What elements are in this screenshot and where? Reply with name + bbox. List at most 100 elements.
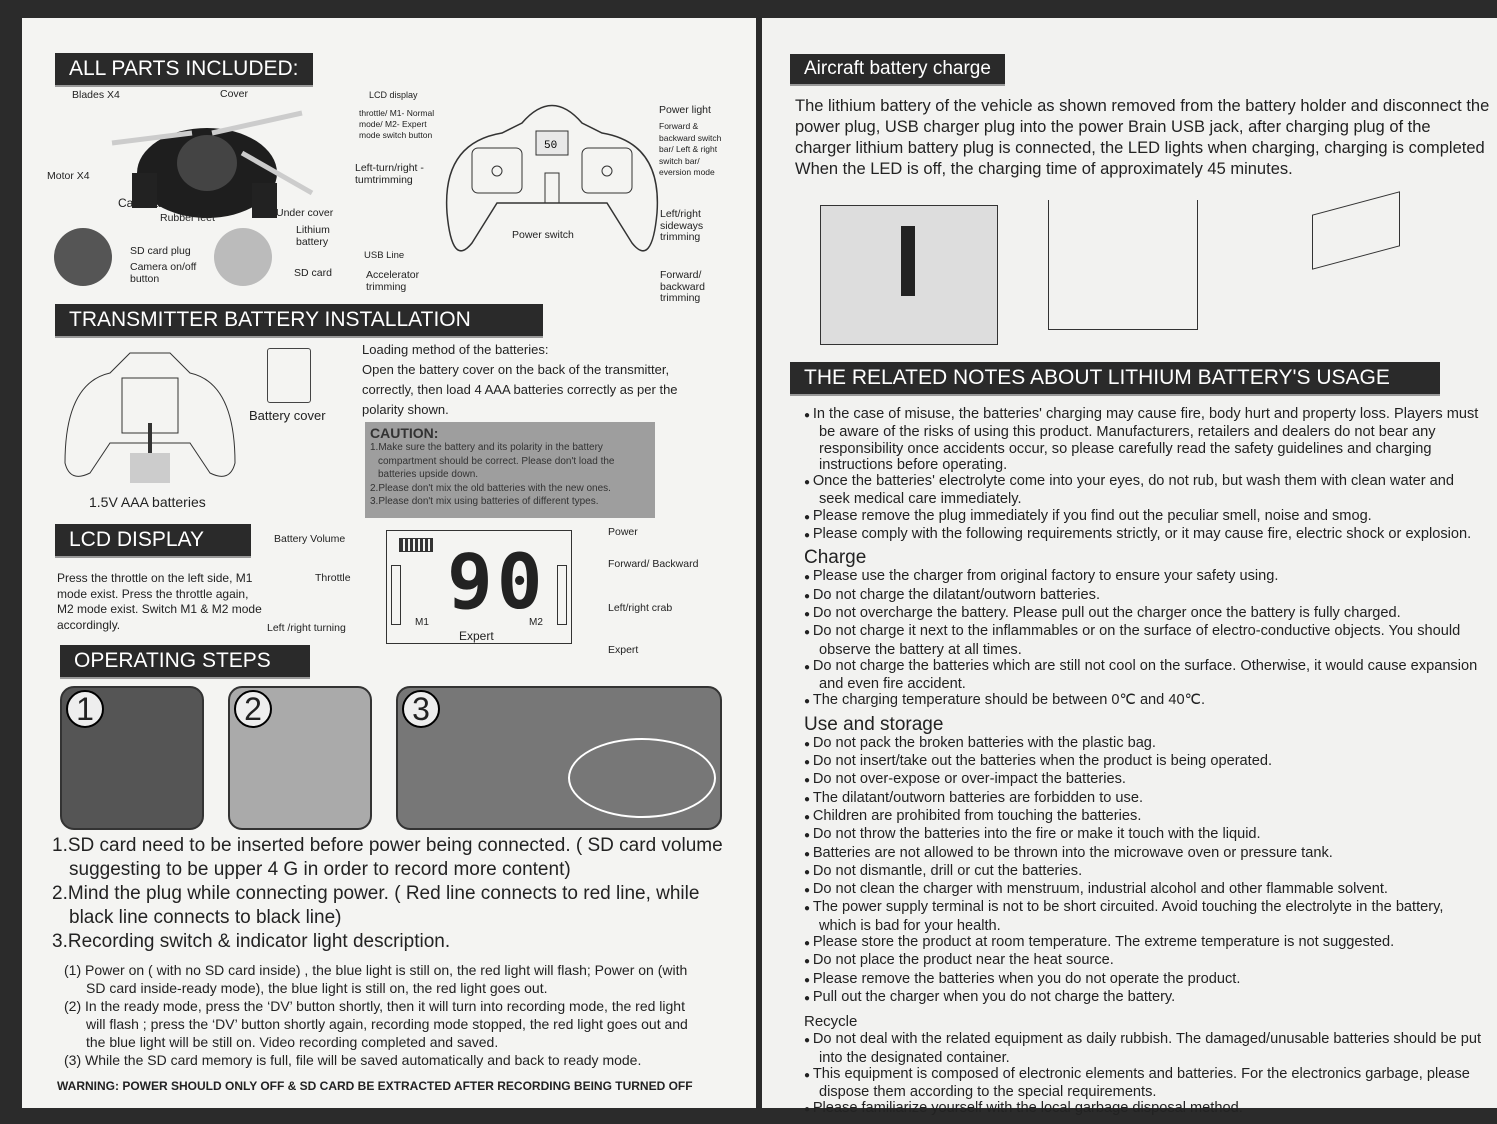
recycle-section-title: Recycle [804, 1013, 858, 1031]
label-battery-volume: Battery Volume [274, 533, 346, 545]
step-3-number: 3 [402, 690, 440, 728]
use-item: Pull out the charger when you do not cha… [804, 989, 1484, 1007]
label-lcd-display: LCD display [369, 90, 418, 100]
step-3-photo: 3 [396, 686, 722, 830]
charge-item: The charging temperature should be betwe… [804, 692, 1484, 710]
caution-box: CAUTION: 1.Make sure the battery and its… [365, 422, 655, 518]
label-forward-backward: Forward/ Backward [608, 558, 699, 570]
caution-item: 1.Make sure the battery and its polarity… [370, 442, 615, 480]
light-item: (1) Power on ( with no SD card inside) ,… [64, 962, 688, 996]
label-throttle: Throttle [315, 572, 351, 584]
tx-battery-header: TRANSMITTER BATTERY INSTALLATION [55, 304, 543, 338]
lcd-expert: Expert [459, 629, 494, 643]
label-lithium-battery: Lithium battery [296, 224, 330, 248]
battery-level-icon [399, 538, 433, 552]
battery-removal-image [820, 205, 998, 345]
lcd-m2: M2 [529, 617, 543, 628]
loading-instructions: Loading method of the batteries: Open th… [362, 340, 722, 420]
sd-plug-photo [54, 228, 112, 286]
loading-text: Open the battery cover on the back of th… [362, 362, 678, 417]
label-camera-button: Camera on/off button [130, 261, 197, 285]
label-forward-trim: Forward/ backward trimming [660, 269, 705, 304]
parts-header: ALL PARTS INCLUDED: [55, 53, 313, 87]
label-switch-bar: Forward & backward switch bar/ Left & ri… [659, 121, 722, 177]
label-left-turn: Left-turn/right -tumtrimming [355, 162, 424, 186]
warning-text: WARNING: POWER SHOULD ONLY OFF & SD CARD… [57, 1079, 693, 1093]
use-item: Do not insert/take out the batteries whe… [804, 753, 1484, 771]
charge-item: Do not overcharge the battery. Please pu… [804, 605, 1484, 623]
use-item: Batteries are not allowed to be thrown i… [804, 845, 1484, 863]
recycle-item: This equipment is composed of electronic… [804, 1066, 1484, 1101]
operating-item: 3.Recording switch & indicator light des… [52, 931, 451, 952]
charge-text: The lithium battery of the vehicle as sh… [795, 97, 1490, 178]
operating-header: OPERATING STEPS [60, 645, 310, 679]
throttle-bar [391, 565, 401, 625]
use-item: Do not throw the batteries into the fire… [804, 826, 1484, 844]
step-2-number: 2 [234, 690, 272, 728]
transmitter-image: 50 [445, 104, 659, 252]
use-item: Do not place the product near the heat s… [804, 952, 1484, 970]
transmitter-back-image [64, 352, 236, 483]
forward-bar [557, 565, 567, 625]
charge-header: Aircraft battery charge [790, 54, 1005, 86]
step-1-number: 1 [66, 690, 104, 728]
use-item: Do not clean the charger with menstruum,… [804, 881, 1484, 899]
note-item: Please comply with the following require… [804, 526, 1484, 544]
use-item: The power supply terminal is not to be s… [804, 899, 1484, 934]
left-page: ALL PARTS INCLUDED: Blades X4 Cover Moto… [22, 18, 756, 1108]
use-item: Do not over-expose or over-impact the ba… [804, 771, 1484, 789]
operating-item: 2.Mind the plug while connecting power. … [52, 883, 700, 928]
note-item: Please remove the plug immediately if yo… [804, 508, 1484, 526]
use-item: Do not pack the broken batteries with th… [804, 735, 1484, 753]
svg-text:50: 50 [544, 140, 557, 152]
light-item: (3) While the SD card memory is full, fi… [64, 1052, 642, 1068]
light-description: (1) Power on ( with no SD card inside) ,… [64, 961, 704, 1069]
lcd-description: Press the throttle on the left side, M1 … [57, 571, 262, 632]
charge-item: Do not charge it next to the inflammable… [804, 623, 1484, 658]
use-item: The dilatant/outworn batteries are forbi… [804, 790, 1484, 808]
battery-photo [214, 228, 272, 286]
lcd-screen: 90 M1 M2 Expert [386, 530, 572, 644]
label-left-right-turning: Left /right turning [267, 622, 346, 634]
step-2-photo: 2 [228, 686, 372, 830]
charge-item: Do not charge the batteries which are st… [804, 658, 1484, 693]
label-camera: Camera [118, 196, 161, 210]
note-item: In the case of misuse, the batteries' ch… [804, 406, 1484, 473]
caution-item: 3.Please don't mix using batteries of di… [370, 496, 599, 507]
label-motor: Motor X4 [47, 170, 90, 182]
use-item: Please remove the batteries when you do … [804, 971, 1484, 989]
label-under-cover: Under cover [276, 207, 334, 219]
drone-image [111, 110, 314, 218]
label-blades: Blades X4 [72, 89, 120, 101]
battery-cover-label: Battery cover [249, 408, 326, 423]
notes-body: In the case of misuse, the batteries' ch… [804, 406, 1484, 1119]
operating-list: 1.SD card need to be inserted before pow… [52, 834, 732, 954]
use-item: Children are prohibited from touching th… [804, 808, 1484, 826]
label-sd-card: SD card [294, 267, 332, 279]
use-item: Do not dismantle, drill or cut the batte… [804, 863, 1484, 881]
note-item: Once the batteries' electrolyte come int… [804, 473, 1484, 508]
label-power: Power [608, 526, 638, 538]
notes-header: THE RELATED NOTES ABOUT LITHIUM BATTERY'… [790, 362, 1440, 396]
charge-item: Do not charge the dilatant/outworn batte… [804, 587, 1484, 605]
label-power-light: Power light [659, 104, 711, 116]
charger-image [1312, 191, 1400, 270]
use-section-title: Use and storage [804, 713, 944, 735]
caution-item: 2.Please don't mix the old batteries wit… [370, 482, 611, 494]
label-sd-card-plug: SD card plug [130, 245, 191, 257]
label-accelerator: Accelerator trimming [366, 269, 420, 293]
label-usb-line: USB Line [364, 250, 405, 261]
right-page: Aircraft battery charge The lithium batt… [762, 18, 1497, 1116]
aaa-batteries-label: 1.5V AAA batteries [89, 494, 206, 510]
label-sideways-trim: Left/right sideways trimming [660, 208, 704, 243]
label-power-switch: Power switch [512, 229, 574, 241]
step-1-photo: 1 [60, 686, 204, 830]
light-item: (2) In the ready mode, press the ‘DV’ bu… [64, 998, 688, 1050]
recycle-item: Do not deal with the related equipment a… [804, 1031, 1484, 1066]
lcd-m1: M1 [415, 617, 429, 628]
recycle-item: Please familiarize yourself with the loc… [804, 1100, 1484, 1118]
loading-title: Loading method of the batteries: [362, 342, 549, 357]
label-expert: Expert [608, 644, 639, 656]
label-rubber-feet: Rubber feet [160, 212, 215, 224]
charge-section-title: Charge [804, 547, 867, 569]
